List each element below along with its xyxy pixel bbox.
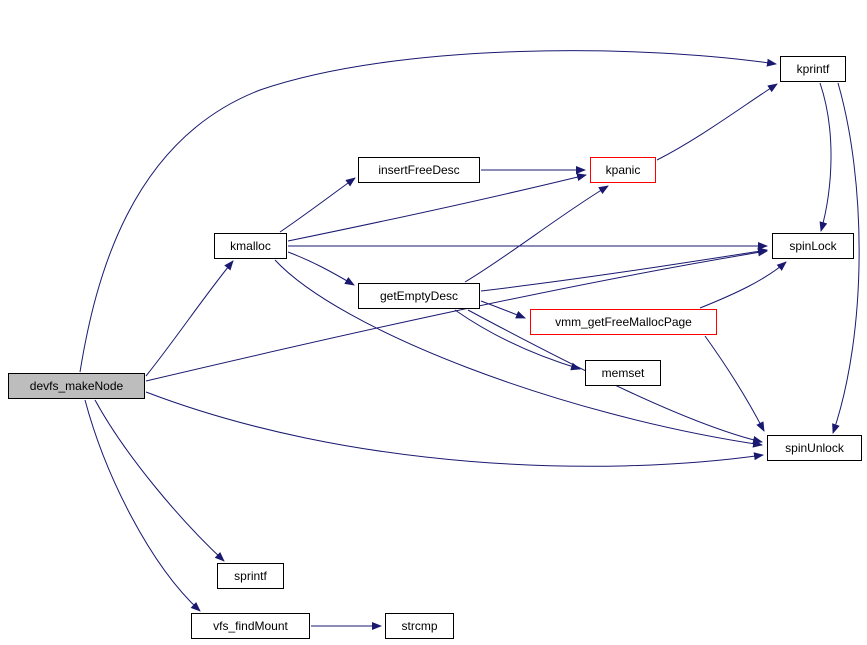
edge-kprintf-to-spinUnlock [832, 82, 860, 434]
edge-vmm_getFreeMallocPage-to-spinLock [699, 261, 787, 309]
node-devfs_makeNode[interactable]: devfs_makeNode [8, 373, 145, 399]
edge-getEmptyDesc-to-spinUnlock [467, 309, 763, 444]
edge-kmalloc-to-kpanic [287, 173, 587, 242]
node-sprintf[interactable]: sprintf [217, 563, 284, 589]
edge-kmalloc-to-getEmptyDesc [287, 251, 355, 286]
node-spinLock[interactable]: spinLock [772, 233, 854, 259]
edge-devfs_makeNode-to-spinLock [145, 248, 768, 382]
edge-devfs_makeNode-to-sprintf [94, 399, 225, 562]
edge-getEmptyDesc-to-kpanic [464, 185, 609, 283]
node-memset[interactable]: memset [585, 360, 661, 386]
node-kprintf[interactable]: kprintf [780, 56, 846, 82]
edge-kpanic-to-kprintf [656, 83, 778, 161]
node-strcmp[interactable]: strcmp [385, 613, 454, 639]
edge-getEmptyDesc-to-vmm_getFreeMallocPage [480, 300, 526, 319]
node-kmalloc[interactable]: kmalloc [214, 233, 287, 259]
edge-devfs_makeNode-to-vfs_findMount [84, 399, 201, 612]
node-kpanic[interactable]: kpanic [590, 157, 656, 183]
edge-getEmptyDesc-to-spinLock [480, 247, 768, 292]
edge-kprintf-to-spinLock [819, 82, 832, 232]
edge-getEmptyDesc-to-memset [454, 309, 581, 371]
edge-kmalloc-to-insertFreeDesc [279, 177, 356, 233]
edge-kmalloc-to-spinUnlock [274, 259, 763, 448]
edge-devfs_makeNode-to-kmalloc [145, 260, 234, 377]
node-insertFreeDesc[interactable]: insertFreeDesc [358, 157, 480, 183]
edge-devfs_makeNode-to-spinUnlock [145, 391, 764, 467]
edge-devfs_makeNode-to-kprintf [79, 50, 777, 373]
node-spinUnlock[interactable]: spinUnlock [767, 435, 862, 461]
node-vfs_findMount[interactable]: vfs_findMount [191, 613, 310, 639]
node-getEmptyDesc[interactable]: getEmptyDesc [358, 283, 480, 309]
node-vmm_getFreeMallocPage[interactable]: vmm_getFreeMallocPage [530, 309, 717, 335]
edge-vmm_getFreeMallocPage-to-spinUnlock [704, 335, 765, 432]
